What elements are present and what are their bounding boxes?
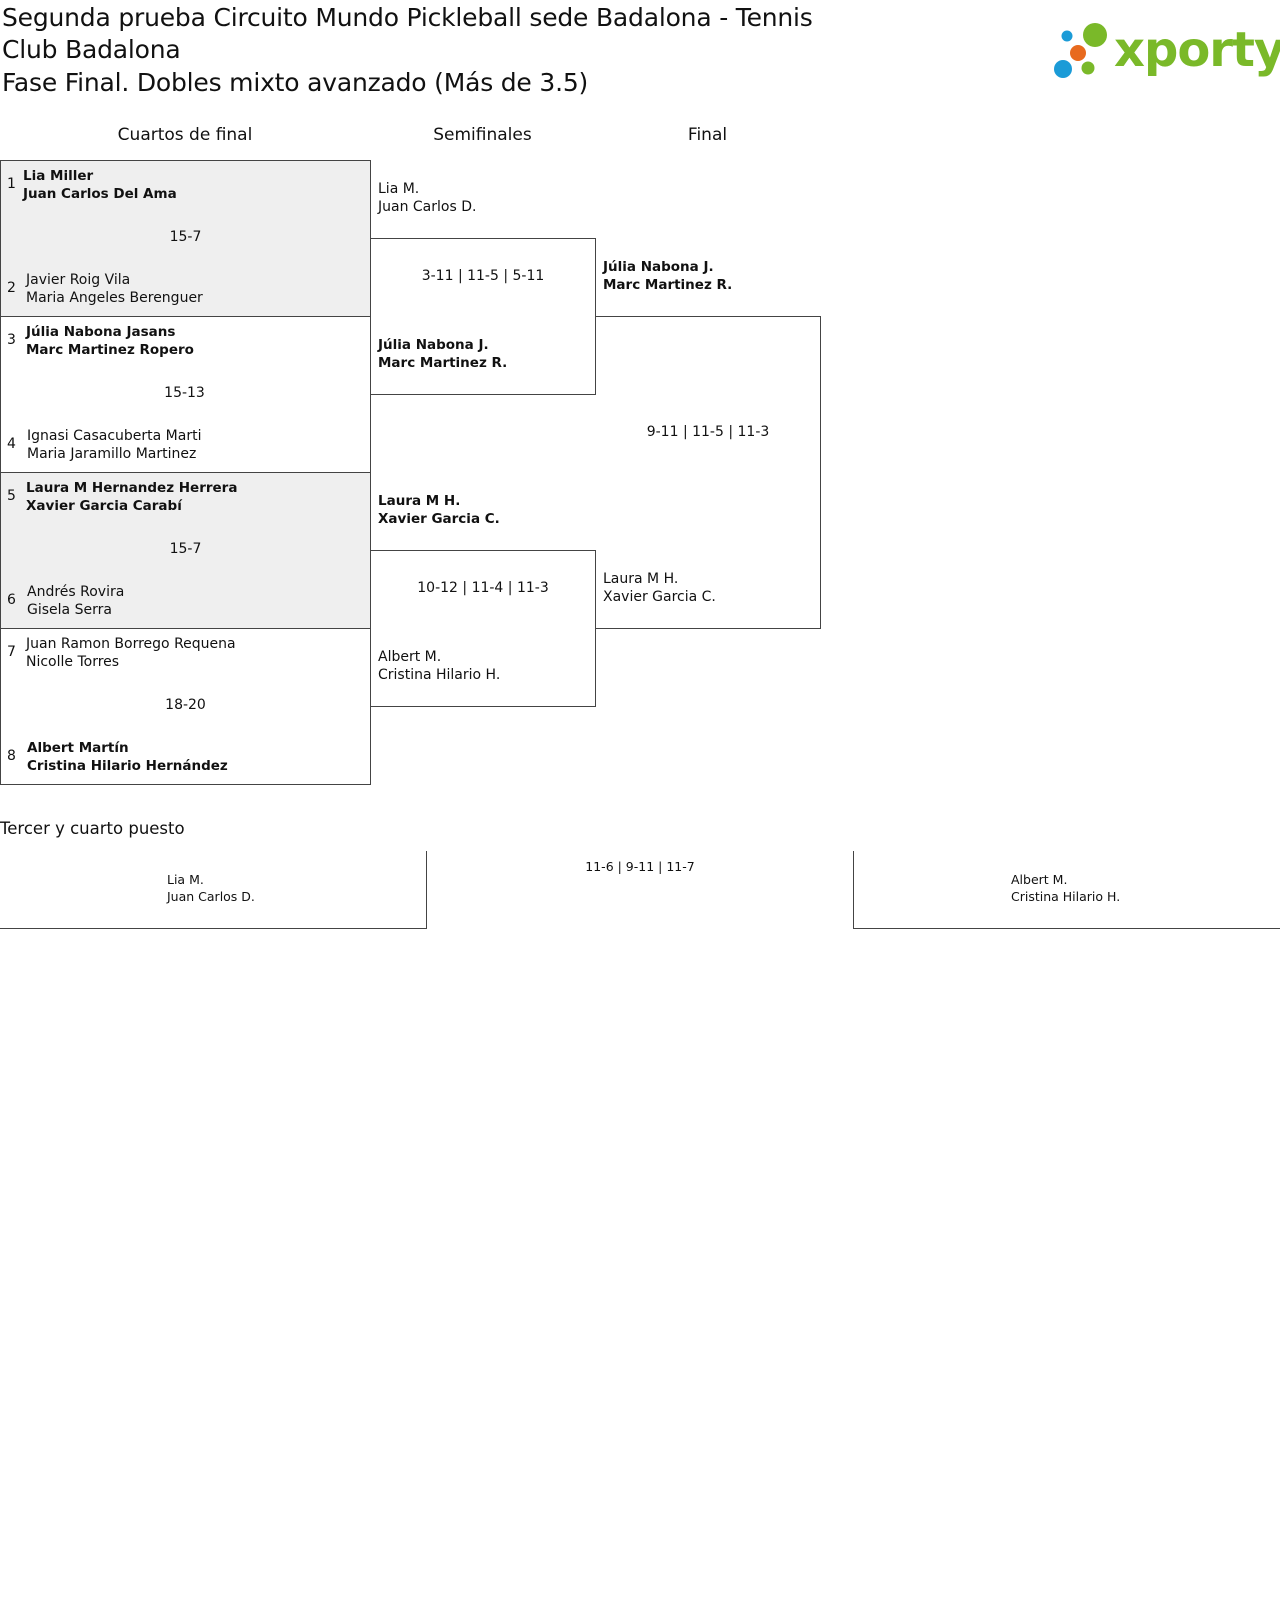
match-score: 9-11 | 11-5 | 11-3 (646, 424, 770, 440)
player-name: Laura M H. (603, 571, 679, 587)
player-name: Cristina Hilario H. (1011, 889, 1121, 904)
match-score: 18-20 (165, 697, 206, 713)
player-name: Cristina Hilario Hernández (27, 758, 228, 774)
page-title-line-1: Segunda prueba Circuito Mundo Pickleball… (2, 3, 813, 32)
third-place-score: 11-6 | 9-11 | 11-7 (585, 859, 695, 874)
player-name: Albert M. (1011, 872, 1068, 887)
player-name: Cristina Hilario H. (378, 667, 501, 683)
round-header-quarterfinals: Cuartos de final (117, 125, 253, 145)
seed-number: 1 (7, 176, 16, 192)
third-place-left-bottom-line (0, 928, 427, 929)
quarterfinal-match-1 (0, 160, 371, 317)
page-subtitle: Fase Final. Dobles mixto avanzado (Más d… (2, 68, 589, 97)
player-name: Júlia Nabona Jasans (26, 324, 176, 340)
player-name: Maria Angeles Berenguer (26, 290, 203, 306)
page-title-line-2: Club Badalona (2, 35, 181, 64)
player-name: Juan Carlos D. (167, 889, 255, 904)
player-name: Xavier Garcia C. (378, 511, 500, 527)
third-place-left-vertical-line (426, 851, 427, 929)
player-name: Andrés Rovira (27, 584, 125, 600)
match-score: 15-7 (169, 541, 202, 557)
quarterfinal-match-3 (0, 472, 371, 629)
player-name: Laura M H. (378, 493, 461, 509)
third-place-title: Tercer y cuarto puesto (0, 819, 185, 838)
seed-number: 8 (7, 748, 16, 764)
final-match (595, 316, 821, 629)
seed-number: 5 (7, 488, 16, 504)
player-name: Xavier Garcia C. (603, 589, 716, 605)
player-name: Júlia Nabona J. (378, 337, 489, 353)
seed-number: 2 (7, 280, 16, 296)
logo-dots-icon (1054, 23, 1107, 78)
player-name: Lia M. (167, 872, 204, 887)
player-name: Xavier Garcia Carabí (26, 498, 182, 514)
player-name: Juan Ramon Borrego Requena (26, 636, 236, 652)
logo-text: xporty (1114, 22, 1280, 78)
player-name: Juan Carlos D. (378, 199, 477, 215)
player-name: Marc Martinez Ropero (26, 342, 194, 358)
player-name: Albert Martín (27, 740, 129, 756)
player-name: Ignasi Casacuberta Marti (27, 428, 202, 444)
third-place-right-vertical-line (853, 851, 854, 929)
player-name: Juan Carlos Del Ama (23, 186, 177, 202)
player-name: Laura M Hernandez Herrera (26, 480, 238, 496)
match-score: 15-13 (164, 385, 205, 401)
match-score: 10-12 | 11-4 | 11-3 (417, 580, 549, 596)
match-score: 3-11 | 11-5 | 5-11 (421, 268, 545, 284)
player-name: Javier Roig Vila (26, 272, 131, 288)
player-name: Júlia Nabona J. (603, 259, 714, 275)
seed-number: 3 (7, 332, 16, 348)
round-header-final: Final (687, 125, 728, 145)
player-name: Maria Jaramillo Martinez (27, 446, 197, 462)
player-name: Lia Miller (23, 168, 94, 184)
player-name: Marc Martinez R. (603, 277, 733, 293)
player-name: Nicolle Torres (26, 654, 120, 670)
match-score: 15-7 (169, 229, 202, 245)
player-name: Lia M. (378, 181, 420, 197)
seed-number: 7 (7, 644, 16, 660)
round-header-semifinals: Semifinales (433, 125, 532, 145)
player-name: Albert M. (378, 649, 442, 665)
player-name: Gisela Serra (27, 602, 112, 618)
third-place-right-bottom-line (853, 928, 1280, 929)
seed-number: 4 (7, 436, 16, 452)
player-name: Marc Martinez R. (378, 355, 508, 371)
seed-number: 6 (7, 592, 16, 608)
xporty-logo: xporty (1050, 18, 1280, 84)
